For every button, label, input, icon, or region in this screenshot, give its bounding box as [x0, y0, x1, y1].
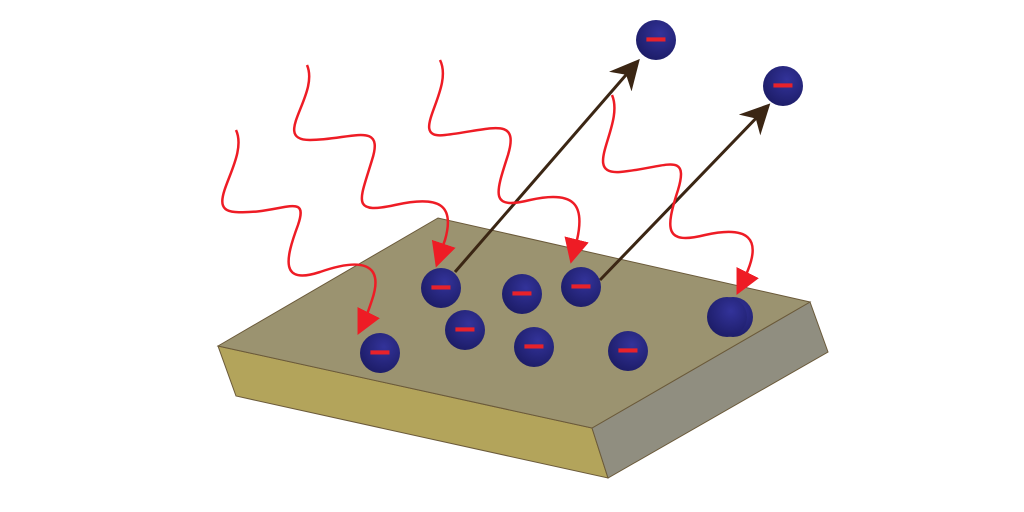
- minus-sign: −: [523, 326, 545, 368]
- slab-top-face: [216, 217, 812, 429]
- electron-body: [502, 274, 542, 314]
- electron-body: [636, 20, 676, 60]
- minus-sign: −: [772, 65, 794, 107]
- emission-arrows: [453, 58, 771, 282]
- photon-wave: [221, 129, 380, 335]
- electron-body: [421, 268, 461, 308]
- emitted-electrons: −−: [636, 19, 803, 107]
- minus-sign: −: [369, 332, 391, 374]
- photon-wave: [293, 64, 456, 268]
- electron: −: [636, 19, 676, 61]
- surface-electrons: −−−−−−−: [360, 266, 753, 374]
- electron: −: [763, 65, 803, 107]
- electron: −: [421, 267, 461, 309]
- electron-body: [360, 333, 400, 373]
- electron: −: [514, 326, 554, 368]
- electron-body: [514, 327, 554, 367]
- electron: −: [445, 309, 485, 351]
- electron-body: [608, 331, 648, 371]
- minus-sign: −: [430, 267, 452, 309]
- electron: [707, 297, 753, 337]
- electron-body: [763, 66, 803, 106]
- emission-arrow: [598, 103, 771, 282]
- metal-slab: [216, 217, 829, 479]
- photon-waves: [221, 59, 759, 335]
- minus-sign: −: [617, 330, 639, 372]
- electron-body: [707, 297, 747, 337]
- photon-wave: [427, 59, 589, 264]
- electron: −: [608, 330, 648, 372]
- electron: −: [561, 266, 601, 308]
- minus-sign: −: [645, 19, 667, 61]
- electron: −: [360, 332, 400, 374]
- electron-body: [445, 310, 485, 350]
- minus-sign: −: [511, 273, 533, 315]
- minus-sign: −: [570, 266, 592, 308]
- photon-wave: [601, 94, 759, 295]
- minus-sign: −: [454, 309, 476, 351]
- electron: −: [502, 273, 542, 315]
- emission-arrow: [453, 58, 640, 273]
- electron-body: [561, 267, 601, 307]
